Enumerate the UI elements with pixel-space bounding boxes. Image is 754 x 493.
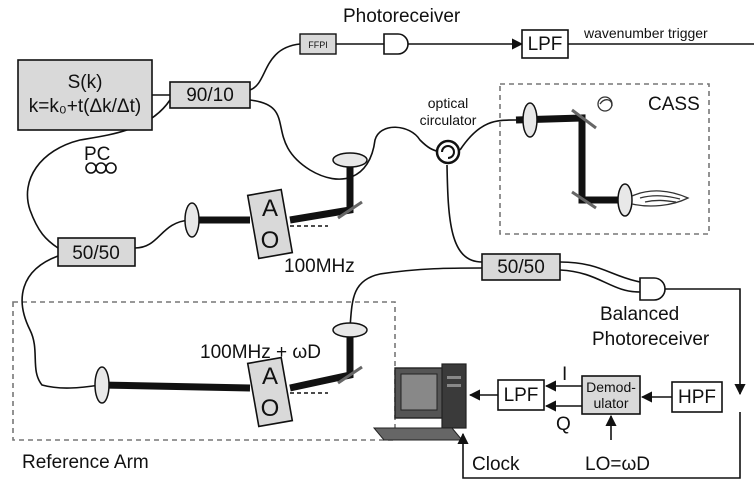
lenses [94,102,633,404]
fiber-ref-ao-50-50-right [349,267,483,329]
lens-reference [94,366,110,404]
lens-upper [184,202,200,238]
circulator-label-1: optical [428,95,468,111]
hpf-label: HPF [678,387,716,408]
lpf-top-box [521,29,569,59]
reference-arm-label: Reference Arm [22,452,149,473]
lens-cass-lower [617,183,633,217]
fiber-50-50-reference [21,255,101,389]
ffpi-box [299,33,337,55]
sample-icon [631,190,690,207]
photoreceiver-icon [383,33,409,55]
fiber-circulator-cass [459,119,517,151]
circulator-label-2: circulator [420,112,477,128]
hpf-box [671,381,723,413]
cass-enclosure [499,83,710,235]
coupler-90-10 [169,81,251,109]
ao-ref-a: A [262,363,278,390]
lpf-bottom-label: LPF [504,385,539,406]
coupler-50-50-left-label: 50/50 [72,243,120,264]
lens-upper-vertical [332,152,368,168]
balanced-label-2: Photoreceiver [592,329,710,350]
cass-label: CASS [648,94,700,115]
scanner-icon [597,96,613,112]
ao-upper-o: O [261,227,280,254]
source-label: S(k) [68,72,103,93]
lo-label: LO=ωD [585,454,650,475]
coupler-50-50-right-label: 50/50 [497,257,545,278]
i-label: I [562,364,567,385]
lens-reference-vertical [332,322,368,338]
balanced-to-hpf-line [665,288,746,396]
fiber-90-10-circulator [249,99,441,180]
coupler-50-50-left [57,237,136,267]
coupler-90-10-label: 90/10 [186,85,234,106]
source-box [17,59,153,131]
lpf-bottom-box [497,379,545,411]
clock-label: Clock [472,454,520,475]
demodulator-box [581,375,641,415]
balanced-photoreceiver-icon [639,277,666,301]
fiber-90-10-ffpi [249,43,301,91]
lens-cass [522,102,538,138]
fiber-circulator-50-50-right [446,164,483,263]
photoreceiver-label: Photoreceiver [343,6,461,27]
ao-upper-a: A [262,195,278,222]
computer-icon [372,363,467,441]
mirrors [337,108,597,385]
coupler-50-50-right [481,253,561,281]
optical-circulator-icon [435,139,461,165]
lpf-top-label: LPF [528,34,563,55]
demod-label-2: ulator [593,395,628,411]
ao-ref-o: O [261,395,280,422]
circulator-arrow [441,145,455,159]
reference-arm-enclosure [12,301,396,441]
clock-line [457,412,741,479]
fiber-50-50-balanced-1 [559,261,641,283]
pc-label: PC [84,144,110,165]
balanced-label-1: Balanced [600,304,679,325]
fiber-50-50-balanced-2 [559,269,641,293]
freq-100mhz-plus-label: 100MHz + ωD [200,342,321,363]
source-formula: k=k₀+t(Δk/Δt) [29,96,141,117]
wavenumber-trigger-label: wavenumber trigger [583,25,708,41]
ffpi-label: FFPI [308,40,328,50]
freq-100mhz-label: 100MHz [284,256,355,277]
demod-label-1: Demod- [586,379,636,395]
ao-modulator-reference: A O [246,356,294,428]
fiber-50-50-ao-upper [134,219,191,249]
pc-loops [85,162,117,174]
ao-modulator-upper: A O [246,188,294,260]
q-label: Q [556,414,571,435]
